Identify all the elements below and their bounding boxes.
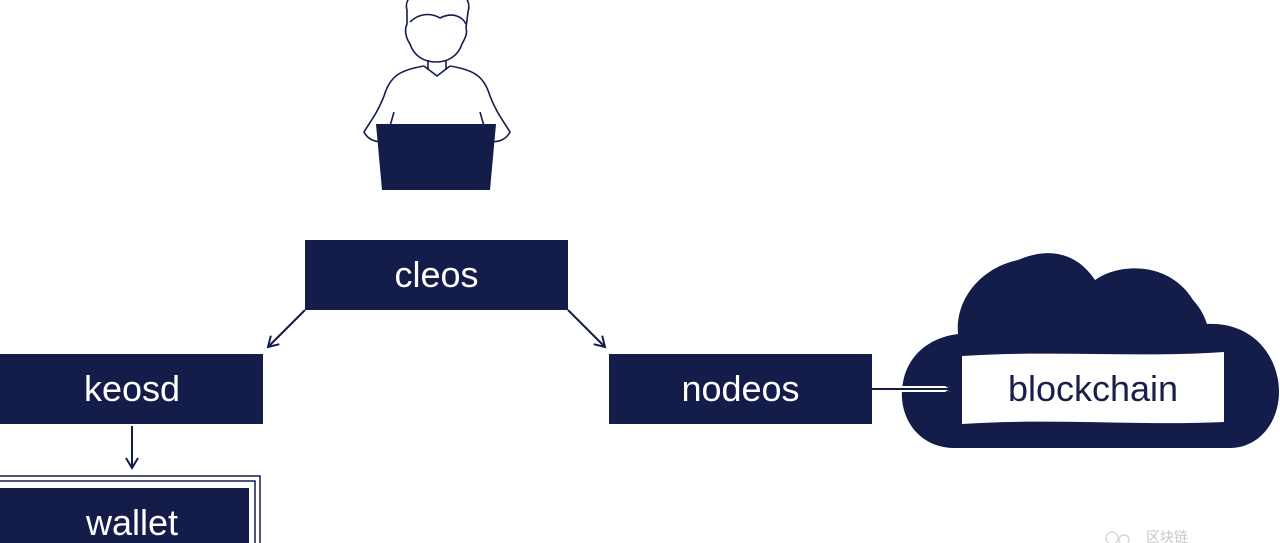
arrow-cleos-to-nodeos xyxy=(567,309,607,349)
cleos-box xyxy=(305,240,568,310)
wallet-stack-middle xyxy=(0,480,256,543)
wallet-stack-back xyxy=(0,475,261,543)
nodeos-label: nodeos xyxy=(681,368,799,409)
blockchain-node: blockchain xyxy=(962,352,1224,424)
user-with-laptop-icon xyxy=(363,0,511,190)
blockchain-panel xyxy=(962,352,1224,424)
blockchain-label: blockchain xyxy=(1008,368,1178,409)
watermark: 区块链 xyxy=(1105,530,1188,543)
wallet-label: wallet xyxy=(85,502,178,543)
cleos-node: cleos xyxy=(305,240,568,310)
arrow-cleos-to-keosd xyxy=(266,309,306,349)
keosd-label: keosd xyxy=(84,368,180,409)
keosd-box xyxy=(0,354,263,424)
watermark-icon xyxy=(1105,531,1119,543)
watermark-icon-2 xyxy=(1118,534,1130,543)
keosd-node: keosd xyxy=(0,354,263,424)
wallet-box xyxy=(0,488,249,543)
nodeos-box xyxy=(609,354,872,424)
cleos-label: cleos xyxy=(394,254,478,295)
wallet-node: wallet xyxy=(0,475,261,543)
watermark-text: 区块链 xyxy=(1146,530,1188,543)
nodeos-node: nodeos xyxy=(609,354,872,424)
